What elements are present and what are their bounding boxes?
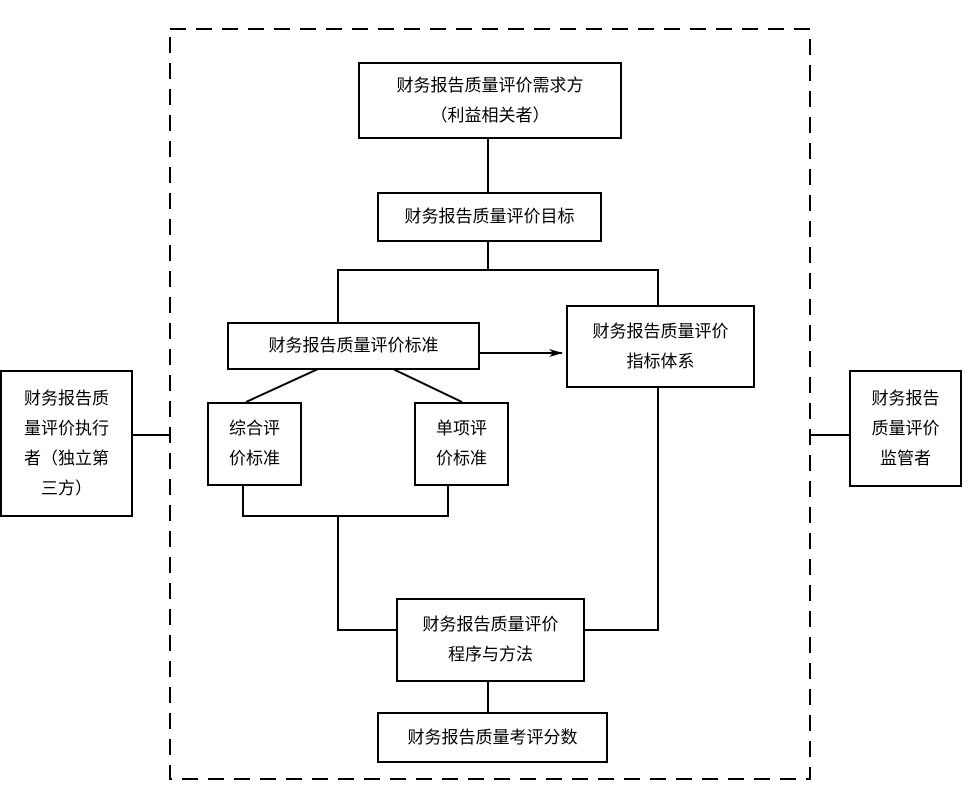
node-label-line: 指标体系 xyxy=(626,351,695,372)
node-label-line: 财务报告质量评价目标 xyxy=(404,207,575,227)
node-label-line: 财务报告质量评价需求方 xyxy=(396,75,584,96)
node-label-line: 三方） xyxy=(41,478,92,499)
evaluation-objective-node: 财务报告质量评价目标 xyxy=(377,192,602,242)
node-label-line: 综合评 xyxy=(229,419,280,439)
evaluation-demander-node: 财务报告质量评价需求方 （利益相关者） xyxy=(358,62,622,139)
node-label-line: 价标准 xyxy=(436,449,487,469)
single-item-standard-node: 单项评价标准 xyxy=(414,402,509,486)
node-label-line: 价标准 xyxy=(229,449,280,469)
edge-criteria-merge xyxy=(242,485,449,517)
edge-indicator-system-procedure xyxy=(584,387,659,631)
node-label-line: 财务报告 xyxy=(871,388,940,409)
edge-criteria-procedure xyxy=(337,516,396,631)
comprehensive-standard-node: 综合评价标准 xyxy=(207,402,302,486)
node-label-line: 财务报告质量评价 xyxy=(422,615,559,635)
edge-standard-comprehensive xyxy=(245,368,319,403)
node-label-line: 财务报告质量评价标准 xyxy=(268,336,439,356)
edge-standard-single-item xyxy=(392,368,463,403)
node-label-line: 财务报告质量评价 xyxy=(592,321,729,342)
node-label-line: 者（独立第 xyxy=(24,448,109,469)
node-label-line: 财务报告质量考评分数 xyxy=(407,727,578,748)
edge-objective-indicator-system xyxy=(488,269,659,305)
evaluation-standard-node: 财务报告质量评价标准 xyxy=(227,322,480,370)
procedure-method-node: 财务报告质量评价程序与方法 xyxy=(396,598,585,682)
evaluation-score-node: 财务报告质量考评分数 xyxy=(377,712,608,763)
node-label-line: （利益相关者） xyxy=(430,105,550,126)
node-label-line: 财务报告质 xyxy=(24,388,109,409)
evaluation-executor-node: 财务报告质量评价执行者（独立第三方） xyxy=(0,370,133,517)
edge-objective-branches xyxy=(337,241,489,322)
node-label-line: 监管者 xyxy=(880,448,931,469)
node-label-line: 单项评 xyxy=(436,419,487,439)
node-label-line: 程序与方法 xyxy=(448,645,533,665)
indicator-system-node: 财务报告质量评价指标体系 xyxy=(566,305,755,388)
node-label-line: 量评价执行 xyxy=(24,418,109,439)
evaluation-system-boundary xyxy=(169,28,811,780)
evaluation-supervisor-node: 财务报告质量评价监管者 xyxy=(849,370,962,487)
node-label-line: 质量评价 xyxy=(871,418,940,439)
